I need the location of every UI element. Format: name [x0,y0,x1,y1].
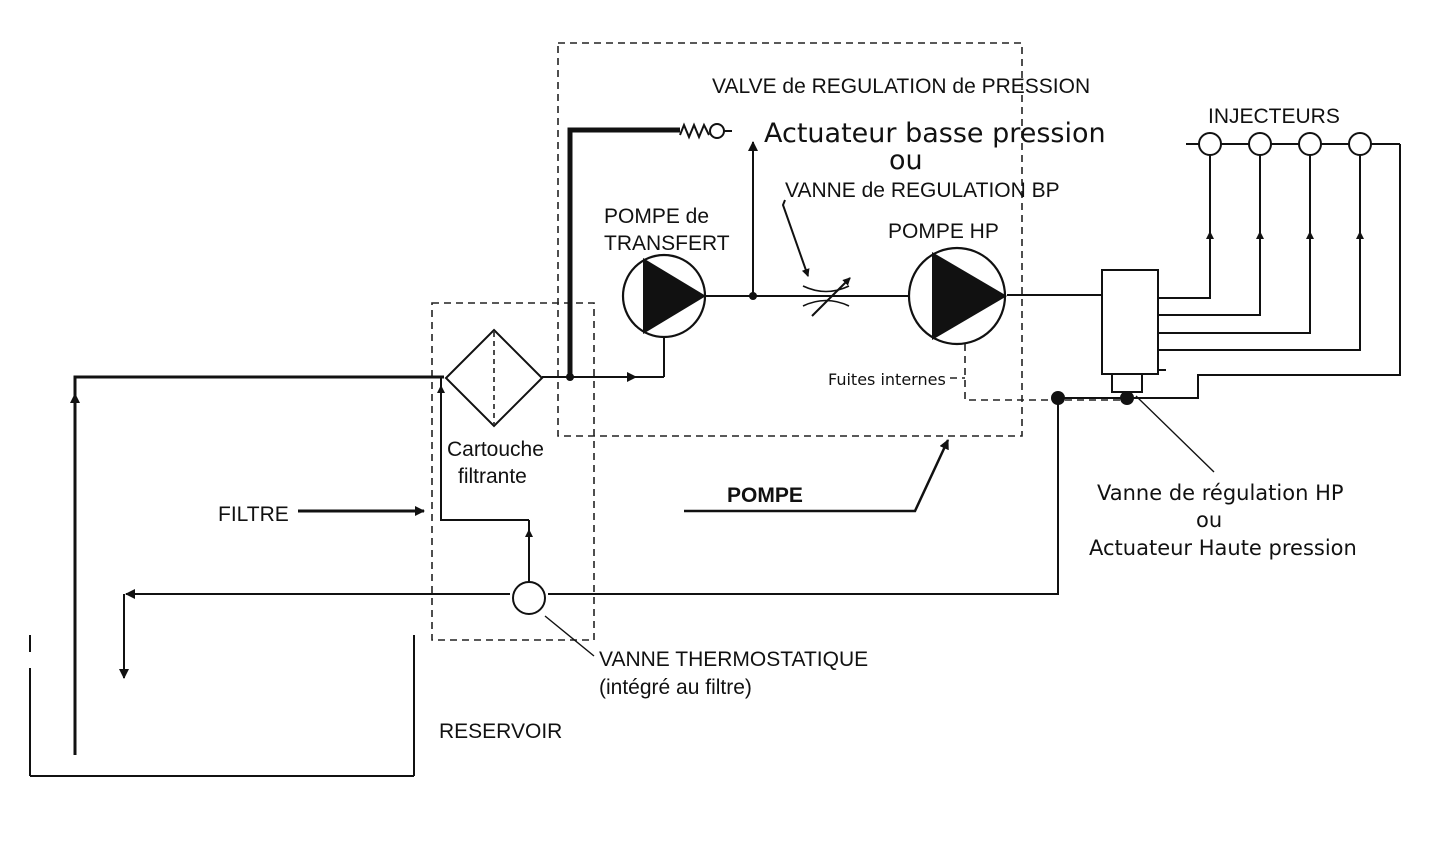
label-ou-top: ou [889,145,923,176]
label-filtre: FILTRE [218,503,289,526]
label-cartouche-1: Cartouche [447,438,544,461]
label-pompe-transfert-1: POMPE de [604,205,709,228]
thermostatic-valve [437,378,546,615]
label-vanne-thermo-1: VANNE THERMOSTATIQUE [599,648,868,671]
label-pompe-hp: POMPE HP [888,220,999,243]
injectors [1186,132,1400,156]
hp-pump [907,246,1007,346]
label-reservoir: RESERVOIR [439,720,562,743]
injector-return-line [1127,144,1401,399]
label-pompe-transfert-2: TRANSFERT [604,232,730,255]
transfer-pump [621,253,707,339]
regulation-return-line [567,127,680,380]
pressure-regulation-valve [679,122,732,140]
main-return-line [548,397,1127,595]
filter-assembly-box [431,302,595,641]
internal-leak-line [964,344,1122,401]
pump-pointer-arrow [684,439,950,513]
label-ou-bottom: ou [1196,508,1222,532]
reservoir-tank [29,635,415,777]
label-vanne-thermo-2: (intégré au filtre) [599,676,752,699]
pump-assembly-box [557,42,1023,437]
label-injecteurs: INJECTEURS [1208,105,1340,128]
suction-line [73,375,444,755]
label-pompe: POMPE [727,484,803,507]
label-valve-regulation: VALVE de REGULATION de PRESSION [712,75,1090,98]
label-actuateur-hp: Actuateur Haute pression [1089,536,1357,560]
label-vanne-hp: Vanne de régulation HP [1097,481,1344,505]
bp-regulation-valve [802,277,851,317]
filter-cartridge [444,328,544,428]
label-cartouche-2: filtrante [458,465,527,488]
label-vanne-bp: VANNE de REGULATION BP [785,179,1060,202]
label-fuites: Fuites internes [828,370,946,389]
common-rail [1101,269,1166,405]
injector-feed-lines [1158,155,1364,351]
label-actuateur-bp: Actuateur basse pression [764,118,1106,149]
